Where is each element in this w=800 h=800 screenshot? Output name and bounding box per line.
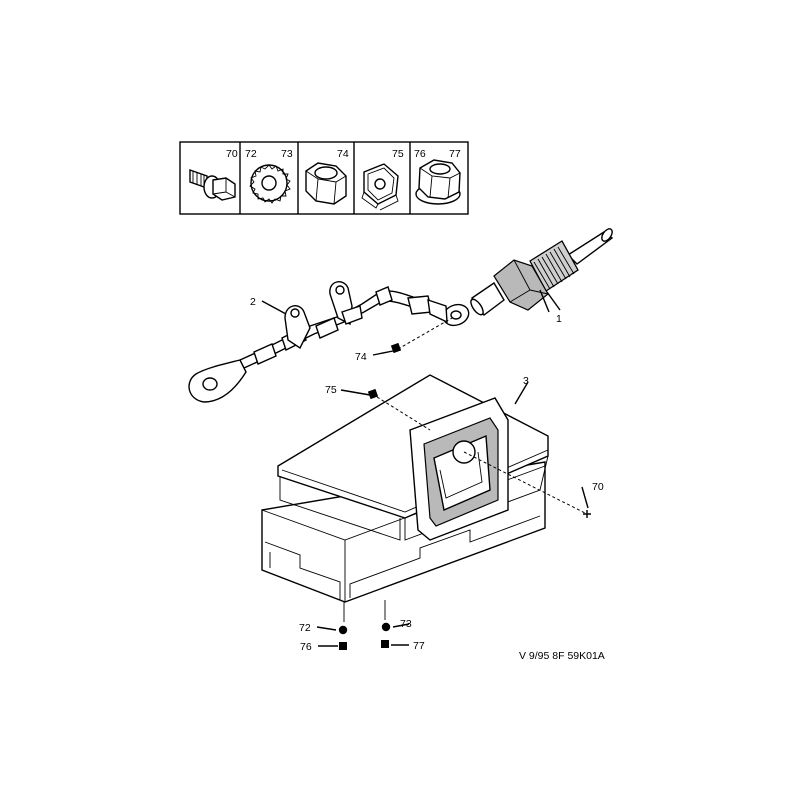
leader-lines [261, 289, 589, 647]
reference-code: V 9/95 8F 59K01A [519, 650, 605, 662]
bolt-with-washer-icon [189, 169, 236, 201]
legend-label-76: 76 [414, 148, 426, 160]
callout-2: 2 [250, 296, 256, 308]
glow-plug [470, 228, 614, 316]
callout-3: 3 [523, 375, 529, 387]
clip-nut-75-symbol [367, 388, 379, 400]
callout-75: 75 [325, 384, 337, 396]
legend-label-77: 77 [449, 148, 461, 160]
callout-1: 1 [556, 313, 562, 325]
wiring-harness [188, 281, 470, 403]
legend-label-72: 72 [245, 148, 257, 160]
bolt-70-symbol [583, 510, 591, 518]
nut-77-symbol [381, 640, 389, 648]
hex-nut-icon [305, 162, 347, 205]
legend-label-75: 75 [392, 148, 404, 160]
washer-72-symbol [338, 625, 348, 635]
nut-74-symbol [390, 342, 402, 354]
legend-label-74: 74 [337, 148, 349, 160]
callout-72: 72 [299, 622, 311, 634]
callout-73: 73 [400, 618, 412, 630]
fastener-legend-box: 70 72 73 74 75 76 77 [179, 141, 469, 215]
callout-77: 77 [413, 640, 425, 652]
clip-nut-icon [361, 163, 399, 211]
flanged-nut-icon [415, 159, 461, 205]
serrated-washer-icon [249, 164, 291, 204]
washer-73-symbol [381, 622, 391, 632]
control-unit-housing [261, 374, 549, 603]
callout-70: 70 [592, 481, 604, 493]
legend-label-70: 70 [226, 148, 238, 160]
nut-76-symbol [339, 642, 347, 650]
callout-74: 74 [355, 351, 367, 363]
callout-76: 76 [300, 641, 312, 653]
callout-labels: 1 2 3 70 74 75 72 76 73 77 V 9/95 8F 59K… [250, 296, 605, 662]
legend-label-73: 73 [281, 148, 293, 160]
fastener-symbols [338, 342, 591, 650]
